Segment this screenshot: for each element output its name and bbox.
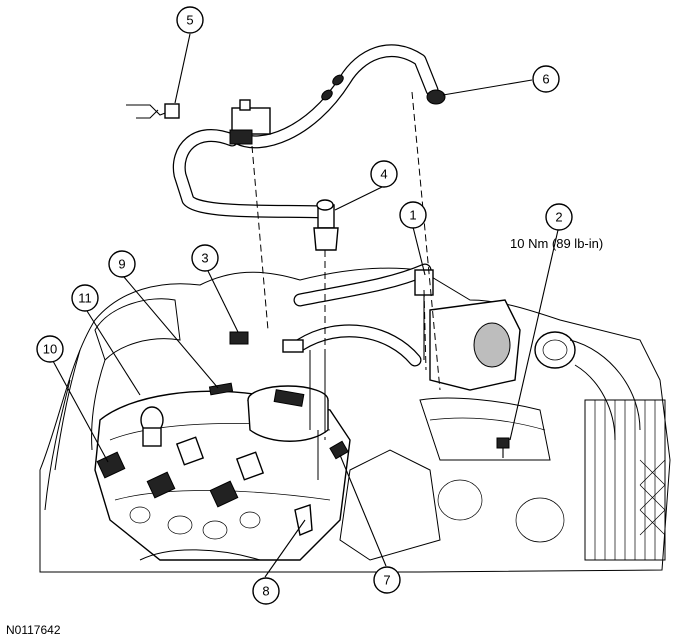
- svg-text:2: 2: [555, 210, 562, 225]
- callout-leaders: [52, 33, 559, 578]
- fitting-6: [426, 89, 446, 105]
- torque-spec-label: 10 Nm (89 lb-in): [510, 236, 603, 251]
- svg-text:8: 8: [262, 584, 269, 599]
- callout-9: 9: [108, 250, 136, 278]
- bolt-2: [496, 437, 510, 458]
- svg-text:4: 4: [380, 167, 387, 182]
- callout-6: 6: [532, 65, 560, 93]
- callout-10: 10: [36, 335, 64, 363]
- pcv-hose-assembly: [126, 44, 446, 440]
- engine-assembly: [39, 263, 671, 573]
- ignition-coil-3: [209, 451, 265, 508]
- callout-7: 7: [373, 566, 401, 594]
- callout-4: 4: [370, 160, 398, 188]
- svg-text:11: 11: [78, 291, 92, 306]
- ignition-coil-2: [146, 436, 205, 499]
- svg-text:10: 10: [43, 342, 57, 357]
- fitting-4: [313, 199, 339, 251]
- callout-11: 11: [71, 284, 99, 312]
- callout-1: 1: [399, 201, 427, 229]
- ignition-coil-1: [96, 406, 164, 479]
- connector-3b: [282, 339, 304, 353]
- svg-text:1: 1: [409, 208, 416, 223]
- intercooler-core: [584, 399, 666, 561]
- connector-3: [229, 331, 249, 345]
- callout-3: 3: [191, 244, 219, 272]
- svg-text:7: 7: [383, 573, 390, 588]
- callout-5: 5: [176, 6, 204, 34]
- oil-filler-cap: [247, 385, 329, 442]
- figure-id: N0117642: [6, 623, 61, 637]
- svg-text:9: 9: [118, 257, 125, 272]
- svg-text:5: 5: [186, 13, 193, 28]
- callout-8: 8: [252, 577, 280, 605]
- svg-text:6: 6: [542, 72, 549, 87]
- sensor-7: [329, 440, 349, 460]
- svg-text:3: 3: [201, 251, 208, 266]
- callout-2: 2: [545, 203, 573, 231]
- fitting-5: [164, 103, 180, 119]
- connector-9: [208, 382, 234, 396]
- pcv-check-valve: [229, 99, 271, 145]
